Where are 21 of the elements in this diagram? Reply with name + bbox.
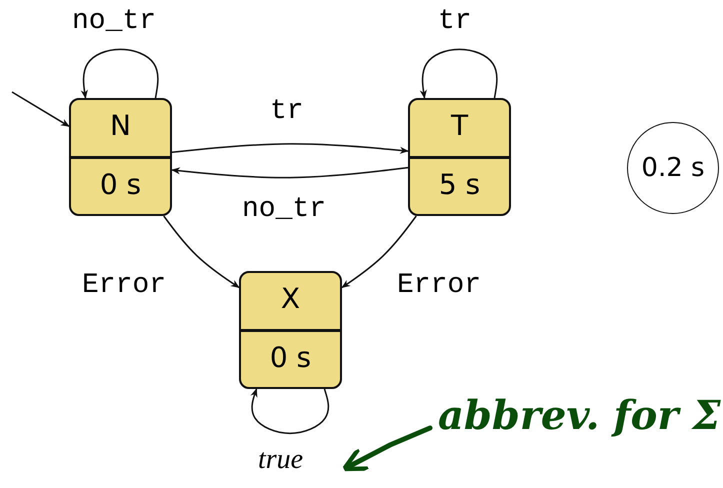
state-name: X xyxy=(280,285,302,313)
transition-arrow xyxy=(341,216,417,288)
transition-arrow xyxy=(12,91,70,127)
duration-text: 0.2 s xyxy=(641,153,705,183)
pointer-arrow xyxy=(342,426,432,472)
transition-arrow xyxy=(163,216,240,288)
state-name: T xyxy=(450,112,470,140)
transition-arrow xyxy=(171,166,408,178)
state-duration: 0 s xyxy=(268,344,312,372)
transition-arrow xyxy=(172,143,409,154)
state-duration: 5 s xyxy=(438,171,482,199)
transition-arrow xyxy=(80,48,159,99)
state-duration: 0 s xyxy=(98,171,142,199)
state-box xyxy=(408,98,511,216)
transition-arrow xyxy=(420,48,498,99)
duration-circle xyxy=(627,122,719,214)
state-name: N xyxy=(109,112,132,140)
state-box xyxy=(239,271,342,389)
transition-arrow xyxy=(250,388,330,434)
state-box xyxy=(69,98,172,216)
handwritten-note: abbrev. for Σ xyxy=(438,392,723,452)
